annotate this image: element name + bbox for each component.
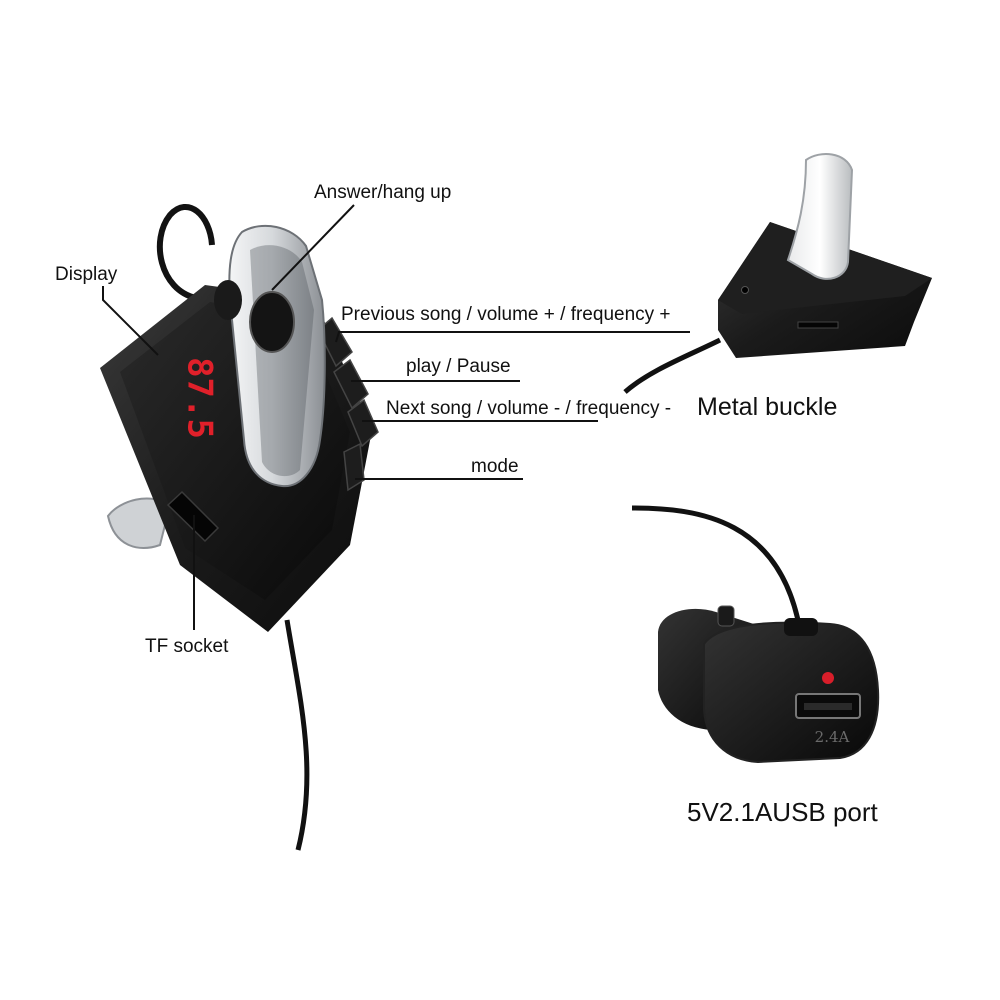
- previous-button: [317, 316, 353, 368]
- answer-leader: [271, 204, 355, 291]
- metal-clip: [786, 153, 854, 280]
- main-cable: [284, 619, 310, 851]
- answer-button: [249, 291, 295, 353]
- base-hole: [741, 286, 749, 294]
- base-slot: [797, 321, 839, 329]
- label-previous-song: Previous song / volume + / frequency +: [341, 304, 671, 325]
- metal-buckle-base: [623, 153, 932, 394]
- display: 87.5: [180, 357, 220, 439]
- bluetooth-earpiece: [214, 224, 326, 488]
- earhook: [156, 204, 215, 301]
- usb-car-charger: 2.4A: [631, 505, 880, 764]
- label-usb-port: 5V2.1AUSB port: [687, 797, 878, 827]
- display-leader: [102, 286, 159, 356]
- next-button: [347, 398, 379, 448]
- label-play-pause: play / Pause: [406, 356, 511, 377]
- charger-contact: [717, 605, 735, 627]
- leader-lines: [102, 204, 690, 630]
- charger-cable: [631, 505, 803, 631]
- strain-relief: [784, 618, 818, 636]
- display-reading: 87.5: [180, 357, 220, 439]
- side-buttons: [317, 316, 379, 492]
- label-metal-buckle: Metal buckle: [697, 393, 838, 421]
- indicator-led: [822, 672, 834, 684]
- label-mode: mode: [471, 456, 519, 477]
- label-tf-socket: TF socket: [145, 636, 229, 657]
- usb-rating: 2.4A: [815, 728, 850, 746]
- label-answer-hang-up: Answer/hang up: [314, 182, 452, 203]
- play-pause-button: [333, 358, 369, 410]
- earbud-tip: [214, 280, 242, 320]
- fm-transmitter: 87.5: [100, 204, 379, 851]
- label-next-song: Next song / volume - / frequency -: [386, 398, 672, 419]
- charger-head: [703, 621, 880, 764]
- base-cable: [623, 337, 722, 394]
- label-display: Display: [55, 264, 118, 285]
- previous-leader: [335, 331, 690, 343]
